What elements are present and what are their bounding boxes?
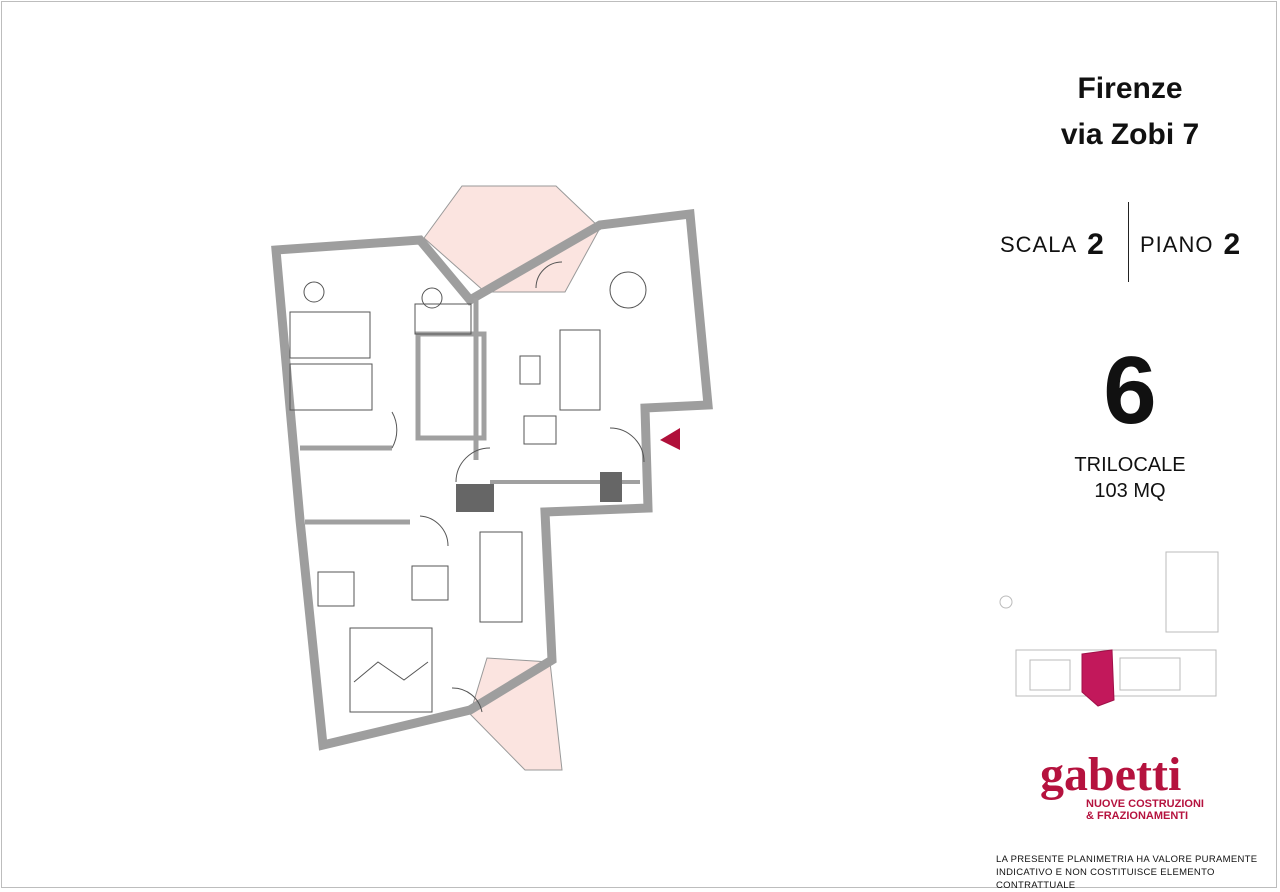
scala-label: SCALA xyxy=(1000,232,1078,257)
unit-number: 6 xyxy=(1103,337,1157,444)
piano-info: PIANO 2 xyxy=(1140,228,1241,262)
unit-details: TRILOCALE 103 MQ xyxy=(1040,452,1220,504)
divider xyxy=(1128,202,1129,282)
scala-value: 2 xyxy=(1087,228,1105,261)
brand-line1: NUOVE COSTRUZIONI xyxy=(1086,798,1204,810)
brand-name: gabetti xyxy=(1040,748,1182,801)
disclaimer-line2: INDICATIVO E NON COSTITUISCE ELEMENTO CO… xyxy=(996,867,1215,891)
brand-line2: & FRAZIONAMENTI xyxy=(1086,810,1189,822)
entry-marker xyxy=(660,428,680,450)
apartment-outline xyxy=(271,208,713,751)
address: via Zobi 7 xyxy=(1060,118,1200,151)
terrace-bottom xyxy=(469,657,563,771)
disclaimer-line1: LA PRESENTE PLANIMETRIA HA VALORE PURAME… xyxy=(996,854,1258,865)
piano-label: PIANO xyxy=(1140,232,1214,257)
piano-value: 2 xyxy=(1223,228,1242,261)
page-title: Firenze via Zobi 7 xyxy=(1010,66,1250,158)
disclaimer: LA PRESENTE PLANIMETRIA HA VALORE PURAME… xyxy=(996,853,1280,892)
unit-type: TRILOCALE xyxy=(1074,454,1186,476)
unit-area: 103 MQ xyxy=(1094,480,1166,502)
key-plan xyxy=(999,551,1219,707)
city: Firenze xyxy=(1077,72,1183,105)
gabetti-logo: gabetti NUOVE COSTRUZIONI & FRAZIONAMENT… xyxy=(1040,748,1204,823)
scala-info: SCALA 2 xyxy=(1000,228,1105,262)
